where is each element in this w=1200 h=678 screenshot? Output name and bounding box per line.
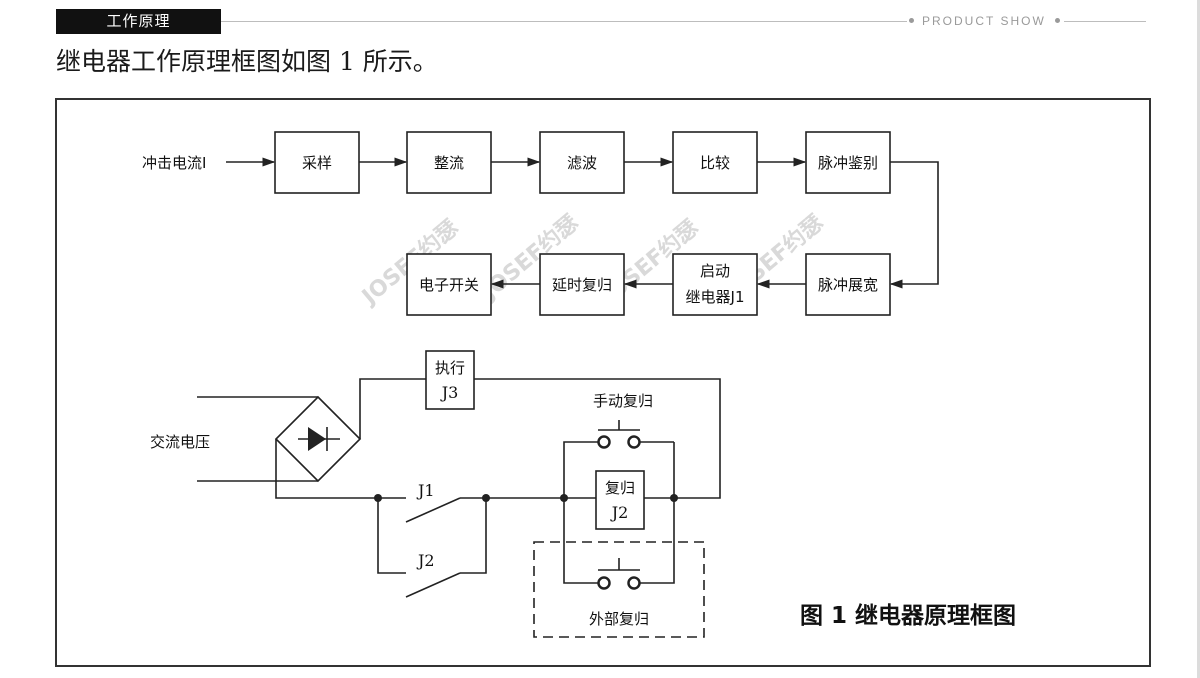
header-rule — [221, 21, 907, 22]
block-sampling-label: 采样 — [302, 154, 332, 172]
block-filter-label: 滤波 — [567, 154, 597, 172]
diode-icon — [308, 427, 326, 451]
wire-j2-right — [460, 498, 487, 574]
external-reset-box — [533, 541, 705, 638]
bridge-rectifier — [274, 395, 362, 483]
block-reset-j2 — [595, 470, 645, 530]
contact-icon — [627, 576, 641, 590]
switch-j2 — [405, 572, 461, 598]
block-pulse-widen-label: 脉冲展宽 — [818, 276, 878, 294]
switch-j1 — [405, 497, 461, 523]
block-exec-label2: J3 — [440, 383, 459, 402]
figure-caption: 图 1 继电器原理框图 — [800, 602, 1016, 629]
wire-bottom — [275, 439, 378, 499]
input-label: 冲击电流I — [142, 154, 206, 172]
block-electronic-switch — [406, 253, 492, 316]
j2-label: J2 — [416, 551, 435, 570]
contact-icon — [597, 435, 611, 449]
block-pulse-discriminate-label: 脉冲鉴别 — [818, 154, 878, 172]
block-electronic-switch-label: 电子开关 — [419, 276, 479, 294]
diagram-frame — [55, 98, 1151, 667]
wire-external-right — [640, 498, 675, 584]
brand-dot-right — [1055, 18, 1060, 23]
block-compare-label: 比较 — [700, 154, 730, 172]
arrow-down-loop — [889, 161, 939, 289]
contact-icon — [627, 435, 641, 449]
block-reset-label2: J2 — [610, 503, 629, 522]
intro-text: 继电器工作原理框图如图 1 所示。 — [56, 47, 438, 76]
wire-right-loop — [474, 378, 721, 499]
wire-j2-left — [377, 498, 406, 574]
page-edge — [1197, 0, 1200, 678]
block-pulse-widen — [805, 253, 891, 316]
block-pulse-discriminate — [805, 131, 891, 194]
brand-dot-left — [909, 18, 914, 23]
block-rectify — [406, 131, 492, 194]
block-filter — [539, 131, 625, 194]
brand-label: PRODUCT SHOW — [922, 14, 1046, 28]
block-start-relay-label2: 继电器J1 — [686, 288, 745, 306]
wire-external-left — [563, 498, 598, 584]
block-delay-reset-label: 延时复归 — [552, 276, 612, 294]
j1-label: J1 — [416, 481, 435, 500]
block-exec-j3 — [425, 350, 475, 410]
external-reset-label: 外部复归 — [589, 610, 649, 628]
wire-manual-left — [563, 441, 598, 498]
block-rectify-label: 整流 — [434, 154, 464, 172]
manual-reset-label: 手动复归 — [593, 392, 653, 410]
block-start-relay — [672, 253, 758, 316]
header-rule-right — [1064, 21, 1146, 22]
block-exec-label1: 执行 — [435, 359, 465, 377]
wire-to-j3 — [359, 378, 426, 439]
section-tag: 工作原理 — [56, 9, 221, 34]
block-reset-label1: 复归 — [605, 479, 635, 497]
ac-voltage-label: 交流电压 — [150, 433, 210, 451]
block-start-relay-label1: 启动 — [700, 262, 730, 280]
contact-icon — [597, 576, 611, 590]
